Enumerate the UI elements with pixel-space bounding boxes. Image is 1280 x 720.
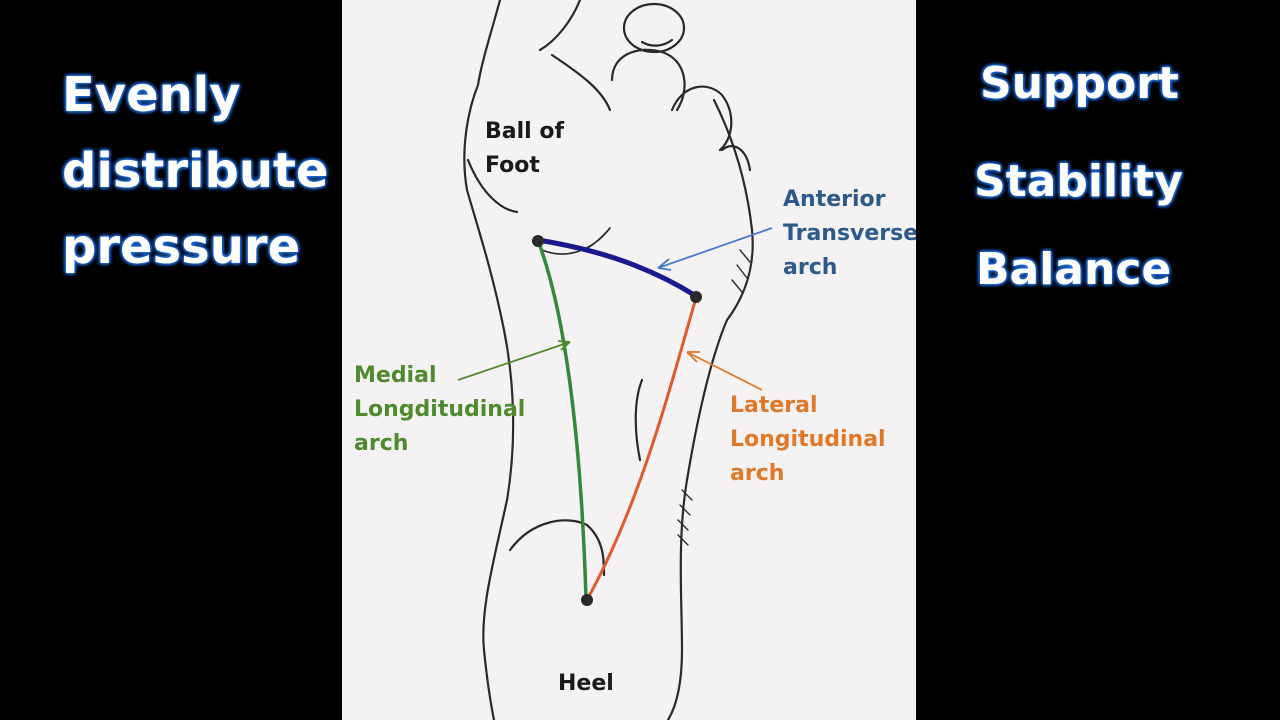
anterior-pointer-head xyxy=(657,258,672,271)
anterior-medial-point xyxy=(532,235,544,247)
anterior-lateral-point xyxy=(690,291,702,303)
medial-longitudinal-arch-line xyxy=(538,244,588,600)
lateral-label-line-2: Longitudinal xyxy=(730,427,886,452)
arch-crease xyxy=(634,378,644,462)
medial-pointer xyxy=(457,340,571,381)
toe-3 xyxy=(610,48,686,112)
lateral-pointer xyxy=(686,351,763,391)
lateral-pointer-head xyxy=(686,351,700,363)
anterior-label-line-2: Transverse xyxy=(783,221,916,246)
right-caption-balance: Balance xyxy=(976,244,1172,295)
foot-medial-edge xyxy=(463,0,515,720)
medial-pointer-shaft xyxy=(457,341,571,381)
anterior-label-line-3: arch xyxy=(783,255,837,280)
foot-outline xyxy=(463,0,754,720)
transverse-curl xyxy=(541,227,611,255)
lateral-pointer-shaft xyxy=(686,351,763,391)
lateral-label-line-1: Lateral xyxy=(730,393,818,418)
right-caption-support: Support xyxy=(980,58,1179,109)
heel-label: Heel xyxy=(558,671,614,696)
foot-ball-contour xyxy=(466,158,519,214)
right-caption-stability: Stability xyxy=(974,156,1183,207)
toe-5 xyxy=(720,145,752,172)
lateral-label-line-3: arch xyxy=(730,461,784,486)
toe-2 xyxy=(622,2,686,54)
medial-label-line-1: Medial xyxy=(354,363,437,388)
anterior-label-line-1: Anterior xyxy=(783,187,886,212)
heel-point xyxy=(581,594,593,606)
lateral-longitudinal-arch-line xyxy=(586,296,698,600)
lateral-hatching xyxy=(677,249,751,546)
left-caption-line-1: Evenly xyxy=(62,67,241,123)
ball-of-foot-label-line-2: Foot xyxy=(485,153,540,178)
anterior-pointer-shaft xyxy=(657,227,773,269)
foot-arches-diagram: Ball of Foot Anterior Transverse arch Me… xyxy=(354,0,916,720)
left-caption-line-3: pressure xyxy=(62,219,301,275)
toe-4 xyxy=(670,85,733,152)
medial-pointer-head xyxy=(557,340,571,351)
medial-label-line-3: arch xyxy=(354,431,408,456)
big-toe xyxy=(538,0,582,52)
heel-pad xyxy=(508,519,606,577)
foot-diagram-panel: Ball of Foot Anterior Transverse arch Me… xyxy=(342,0,916,720)
foot-lateral-edge xyxy=(666,98,754,720)
left-caption-line-2: distribute xyxy=(62,143,329,199)
ball-of-foot-label-line-1: Ball of xyxy=(485,119,564,144)
medial-label-line-2: Longditudinal xyxy=(354,397,525,422)
anterior-transverse-arch-line xyxy=(535,237,699,299)
anterior-pointer xyxy=(657,227,773,271)
toe-2-nail xyxy=(640,38,674,47)
toe-crease xyxy=(550,53,612,112)
